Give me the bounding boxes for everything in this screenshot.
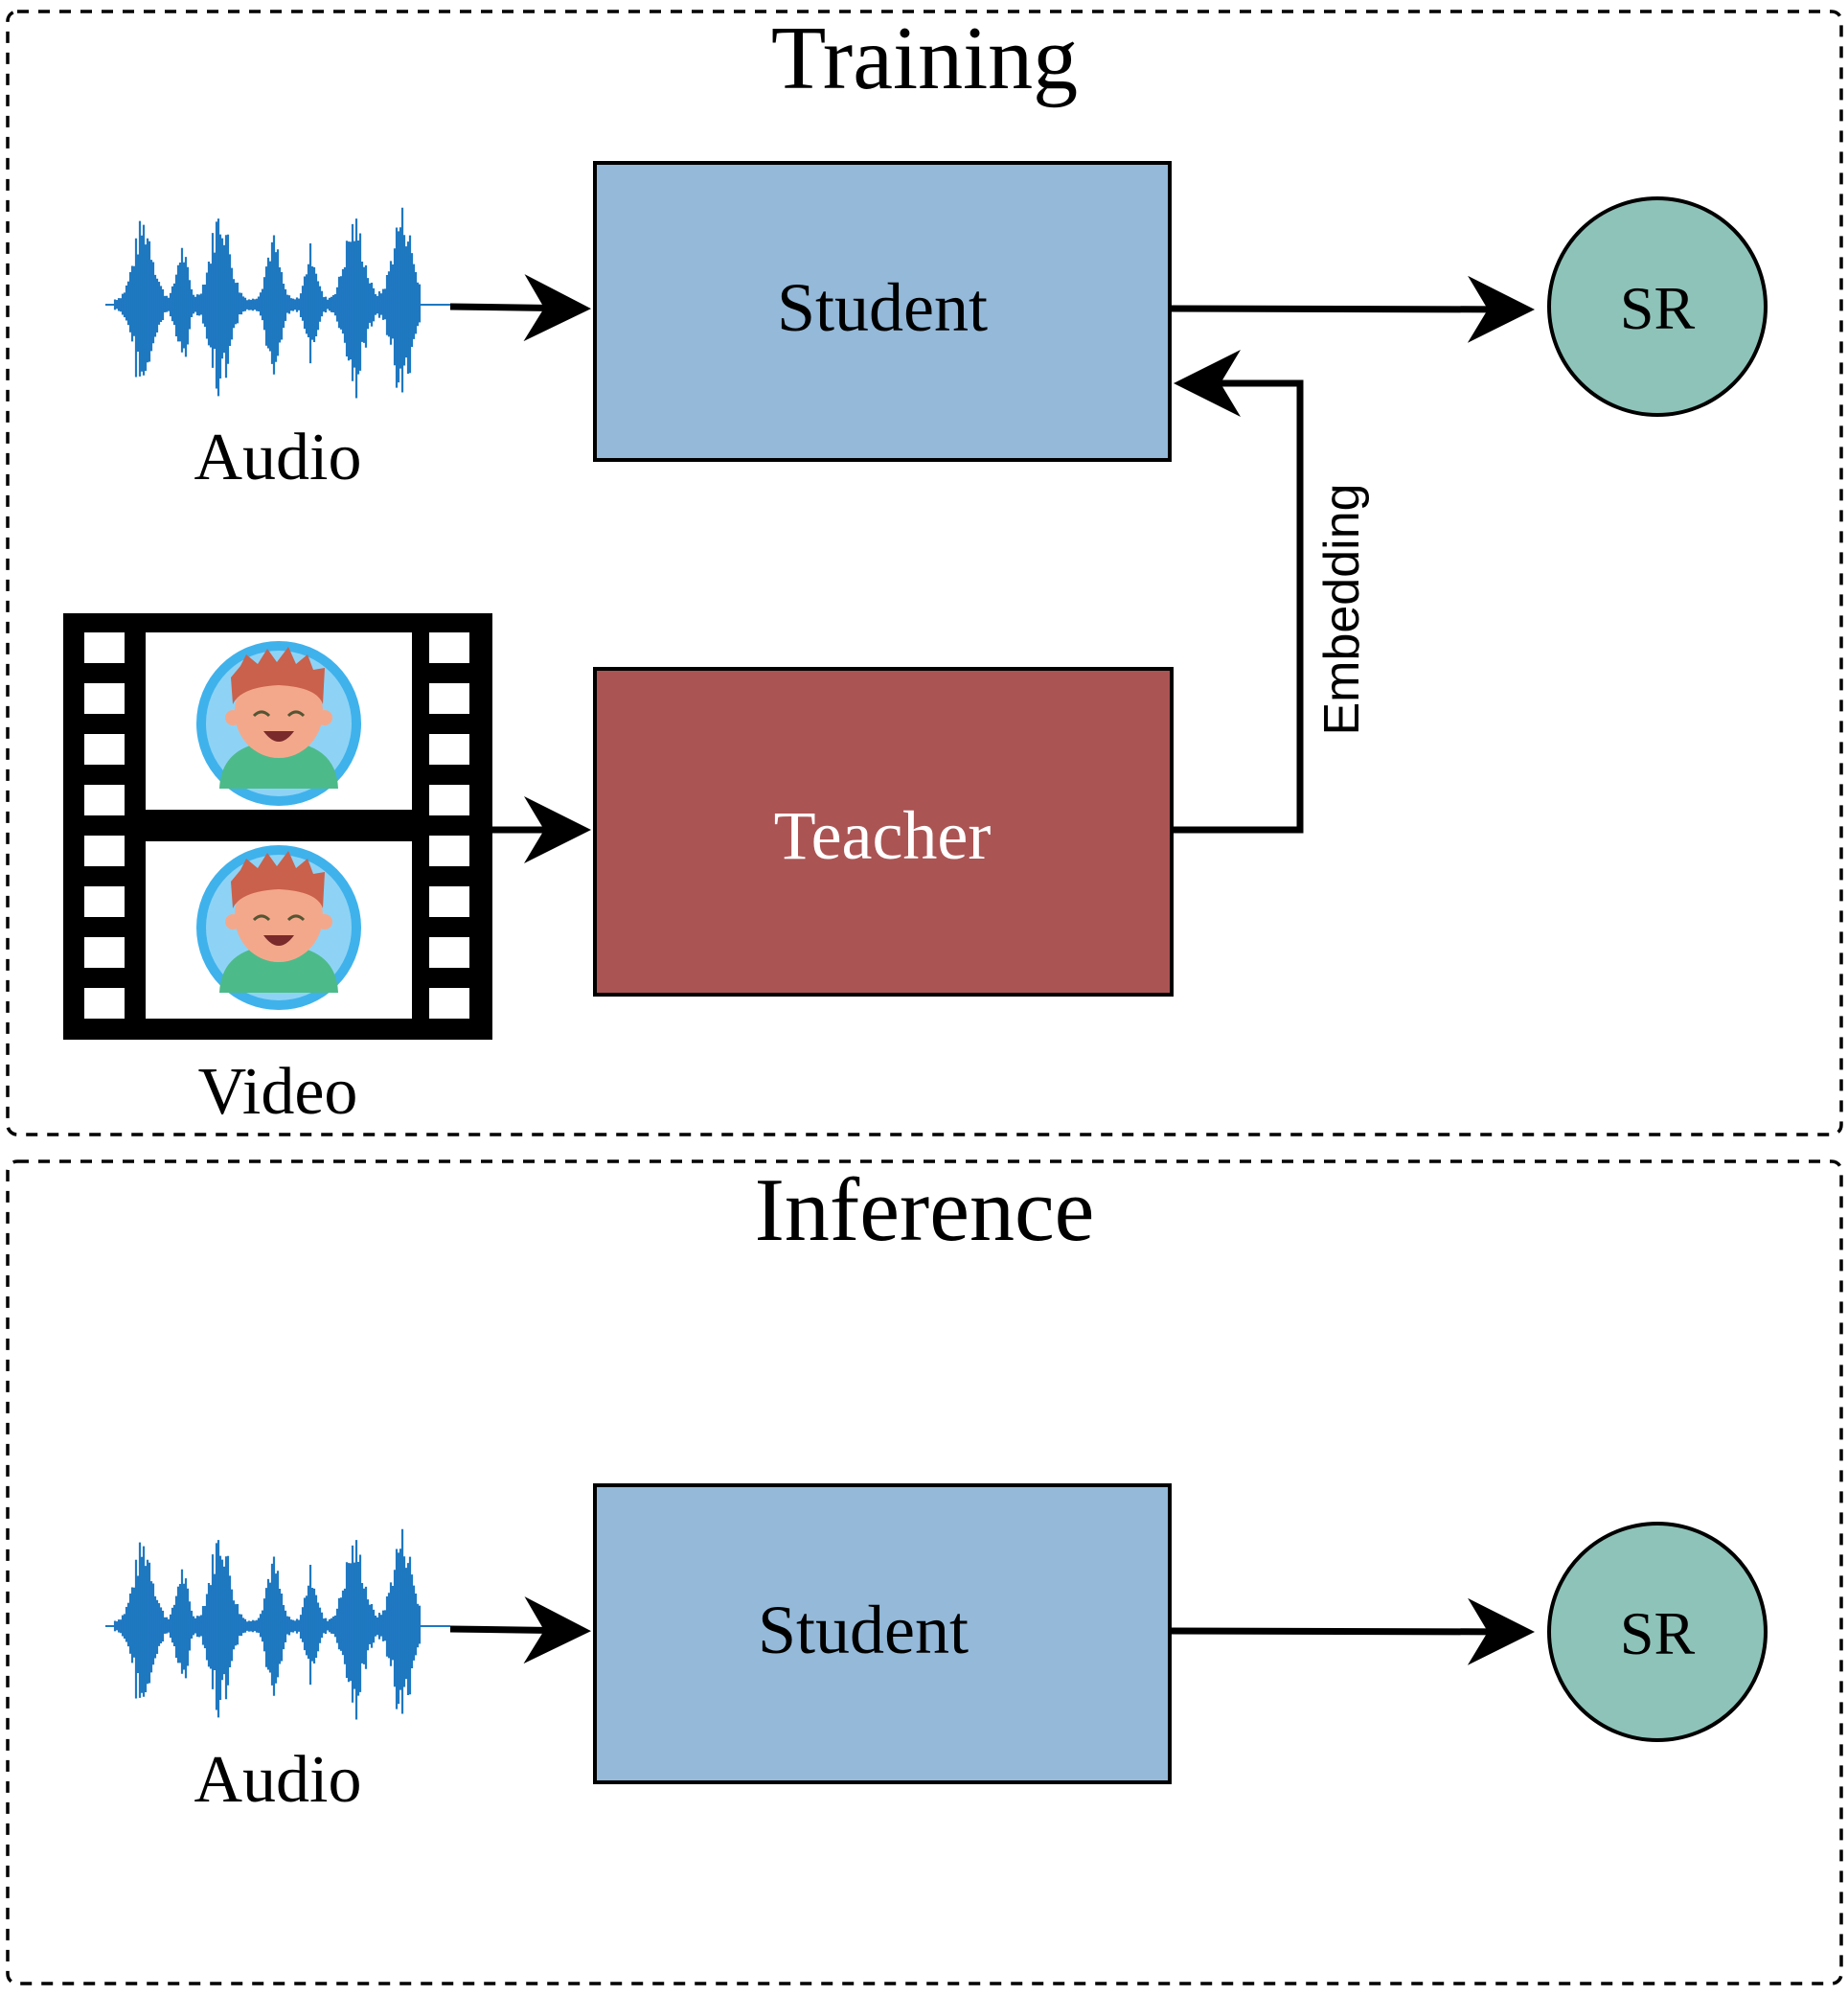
training-teacher-box xyxy=(593,667,1174,997)
boy-face-icon xyxy=(196,641,361,806)
training-sr-node xyxy=(1547,196,1768,417)
training-video-label: Video xyxy=(198,1055,358,1129)
inference-student-box xyxy=(593,1483,1172,1784)
boy-face-icon xyxy=(196,845,361,1010)
student-to-sr-arrow xyxy=(1169,1597,1535,1665)
training-student-box xyxy=(593,161,1172,462)
student-to-sr-arrow xyxy=(1169,275,1535,343)
film-strip-icon xyxy=(63,613,492,1040)
inference-title: Inference xyxy=(755,1160,1095,1260)
embedding-arrow xyxy=(1172,350,1304,834)
training-panel: Training Audio Student SR xyxy=(6,9,1843,1136)
training-audio-label: Audio xyxy=(194,421,362,494)
inference-panel: Inference Audio Student SR xyxy=(6,1159,1843,1985)
training-student-label: Student xyxy=(777,269,988,346)
audio-to-student-arrow xyxy=(449,274,591,342)
inference-audio-label: Audio xyxy=(194,1743,362,1817)
inference-border xyxy=(6,1159,1843,1985)
inference-sr-node xyxy=(1547,1522,1768,1742)
training-title: Training xyxy=(771,9,1078,108)
training-border xyxy=(6,10,1843,1136)
embedding-label: Embedding xyxy=(1314,483,1370,735)
waveform-icon xyxy=(105,207,450,399)
audio-to-student-arrow xyxy=(449,1596,591,1664)
inference-sr-label: SR xyxy=(1620,1599,1696,1667)
inference-student-label: Student xyxy=(758,1592,969,1668)
waveform-icon xyxy=(105,1528,450,1720)
training-teacher-label: Teacher xyxy=(774,797,992,874)
training-sr-label: SR xyxy=(1620,274,1696,342)
